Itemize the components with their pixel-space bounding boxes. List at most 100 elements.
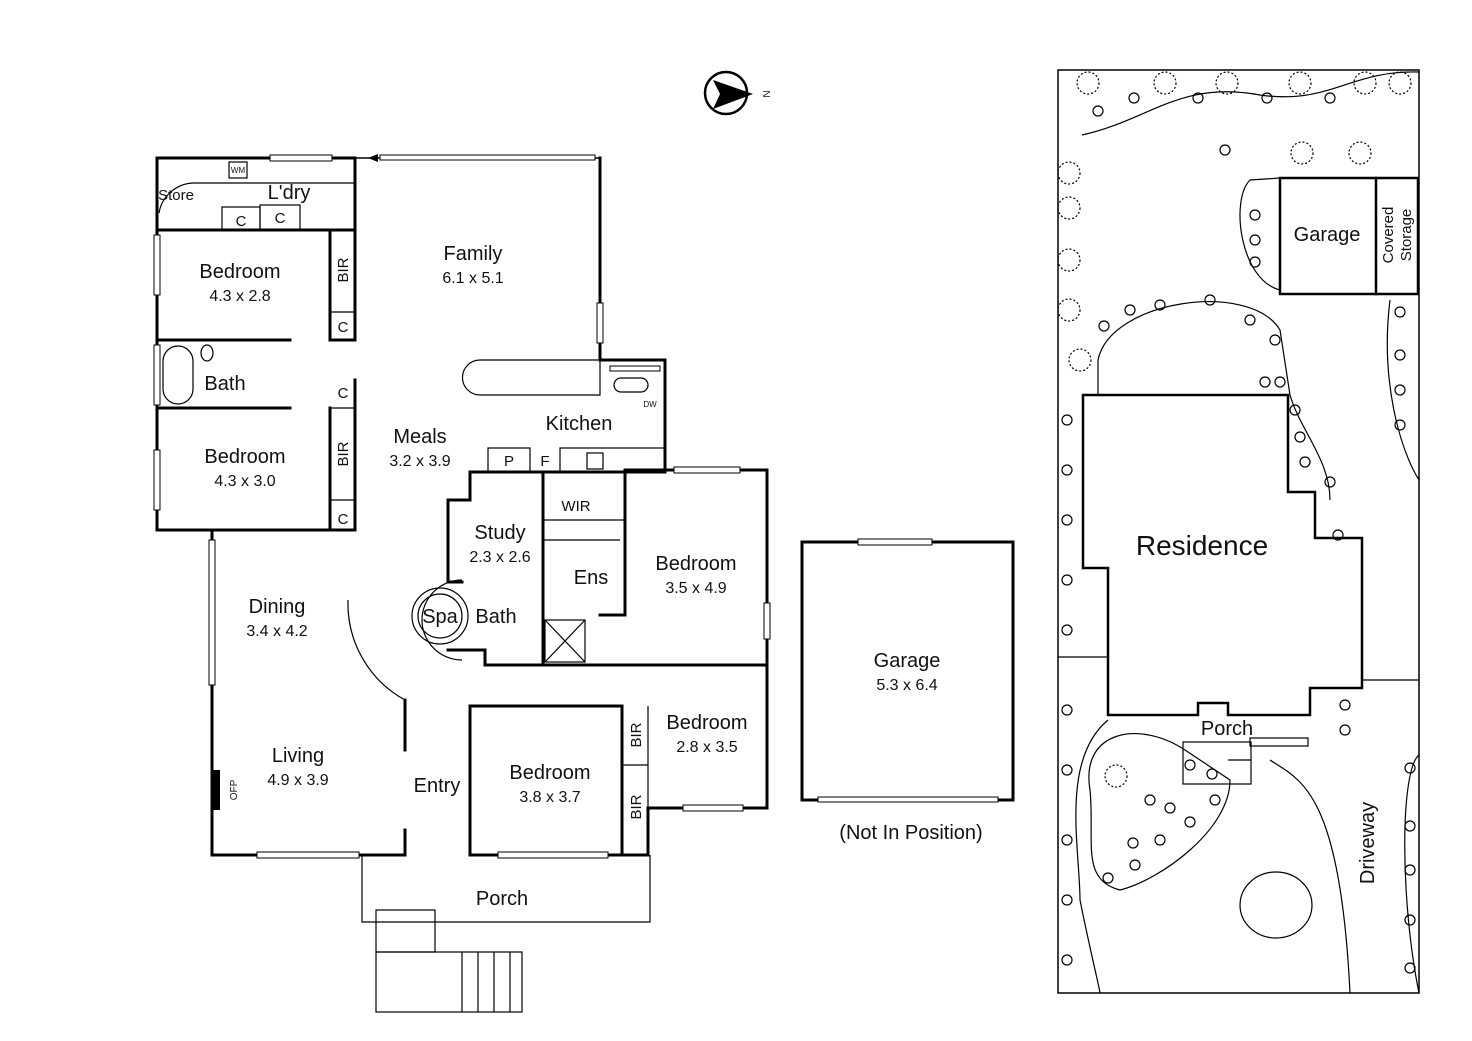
tree-icon <box>1104 764 1128 788</box>
wir-label: WIR <box>561 498 590 515</box>
tree-icon <box>1288 71 1312 95</box>
ensuite-label: Ens <box>574 567 608 589</box>
cupboard-label: C <box>338 511 349 528</box>
site-plan: Garage Covered Storage Residence Porch D… <box>1057 69 1420 994</box>
bedroom1-size: 4.3 x 2.8 <box>209 288 270 305</box>
bedroom5-size: 2.8 x 3.5 <box>676 739 737 756</box>
shrub-icon <box>1249 209 1261 221</box>
kitchen-label: Kitchen <box>546 413 613 435</box>
shrub-icon <box>1404 962 1416 974</box>
shrub-icon <box>1404 864 1416 876</box>
shrub-icon <box>1192 92 1204 104</box>
bir-label: BIR <box>628 794 645 819</box>
tree-icon <box>1057 196 1081 220</box>
covered-label: Covered <box>1380 207 1397 264</box>
bedroom2-size: 4.3 x 3.0 <box>214 473 275 490</box>
shrub-icon <box>1154 834 1166 846</box>
detached-garage: Garage 5.3 x 6.4 (Not In Position) <box>800 538 1015 844</box>
bir-label: BIR <box>335 257 352 282</box>
garage-size: 5.3 x 6.4 <box>876 677 937 694</box>
bedroom3-size: 3.5 x 4.9 <box>665 580 726 597</box>
cupboard-label: C <box>338 319 349 336</box>
garage-label: Garage <box>874 650 941 672</box>
porch-label: Porch <box>476 888 528 910</box>
shrub-icon <box>1332 529 1344 541</box>
shrub-icon <box>1249 234 1261 246</box>
cupboard-label: C <box>236 213 247 230</box>
study-size: 2.3 x 2.6 <box>469 549 530 566</box>
shrub-icon <box>1249 256 1261 268</box>
shrub-icon <box>1269 334 1281 346</box>
bedroom4-label: Bedroom <box>509 762 590 784</box>
shrub-icon <box>1204 294 1216 306</box>
room-labels: Family 6.1 x 5.1 Bedroom 4.3 x 2.8 Bedro… <box>158 166 748 910</box>
shrub-icon <box>1259 376 1271 388</box>
site-porch-label: Porch <box>1201 718 1253 740</box>
shrub-icon <box>1061 894 1073 906</box>
shrub-icon <box>1102 872 1114 884</box>
bedroom5-label: Bedroom <box>666 712 747 734</box>
shrub-icon <box>1061 834 1073 846</box>
tree-icon <box>1057 161 1081 185</box>
spa-label: Spa <box>422 606 458 628</box>
shrub-icon <box>1404 820 1416 832</box>
shrub-icon <box>1061 704 1073 716</box>
bath-label: Bath <box>204 373 245 395</box>
living-label: Living <box>272 745 324 767</box>
bath2-label: Bath <box>475 606 516 628</box>
shrub-icon <box>1404 762 1416 774</box>
bedroom4-size: 3.8 x 3.7 <box>519 789 580 806</box>
shrub-icon <box>1289 404 1301 416</box>
tree-icon <box>1388 71 1412 95</box>
family-label: Family <box>444 243 503 265</box>
bedroom2-label: Bedroom <box>204 446 285 468</box>
shrub-icon <box>1098 320 1110 332</box>
dining-size: 3.4 x 4.2 <box>246 623 307 640</box>
tree-icon <box>1215 71 1239 95</box>
tree-icon <box>1057 248 1081 272</box>
shrub-icon <box>1184 816 1196 828</box>
shrub-icon <box>1129 859 1141 871</box>
shrub-icon <box>1164 802 1176 814</box>
windows <box>153 154 771 859</box>
tree-icon <box>1057 298 1081 322</box>
study-label: Study <box>474 522 525 544</box>
bedroom1-label: Bedroom <box>199 261 280 283</box>
entry-label: Entry <box>414 775 461 797</box>
garage-note: (Not In Position) <box>839 822 982 844</box>
shrub-icon <box>1244 314 1256 326</box>
shrub-icon <box>1061 514 1073 526</box>
shrub-icon <box>1394 349 1406 361</box>
north-label: N <box>760 90 771 97</box>
shrub-icon <box>1061 764 1073 776</box>
shrub-icon <box>1127 837 1139 849</box>
living-size: 4.9 x 3.9 <box>267 772 328 789</box>
washing-machine-label: WM <box>231 166 246 175</box>
tree-icon <box>1290 141 1314 165</box>
tree-icon <box>1068 348 1092 372</box>
meals-label: Meals <box>393 426 446 448</box>
shrub-icon <box>1061 464 1073 476</box>
pantry-label: P <box>504 453 514 470</box>
tree-icon <box>1076 71 1100 95</box>
shrub-icon <box>1394 384 1406 396</box>
meals-size: 3.2 x 3.9 <box>389 453 450 470</box>
shrub-icon <box>1299 456 1311 468</box>
shrub-icon <box>1339 699 1351 711</box>
residence-label: Residence <box>1136 530 1268 561</box>
shrub-icon <box>1128 92 1140 104</box>
shrub-icon <box>1404 914 1416 926</box>
storage-label: Storage <box>1398 209 1415 262</box>
shrub-icon <box>1144 794 1156 806</box>
bir-label: BIR <box>335 441 352 466</box>
shrub-icon <box>1092 105 1104 117</box>
tree-icon <box>1153 71 1177 95</box>
bir-label: BIR <box>628 722 645 747</box>
compass-icon: N <box>703 70 771 116</box>
shrub-icon <box>1184 759 1196 771</box>
site-garage-label: Garage <box>1294 224 1361 246</box>
shrub-icon <box>1061 574 1073 586</box>
porch-steps <box>361 855 651 1013</box>
driveway-label: Driveway <box>1357 802 1379 884</box>
shrub-icon <box>1294 431 1306 443</box>
